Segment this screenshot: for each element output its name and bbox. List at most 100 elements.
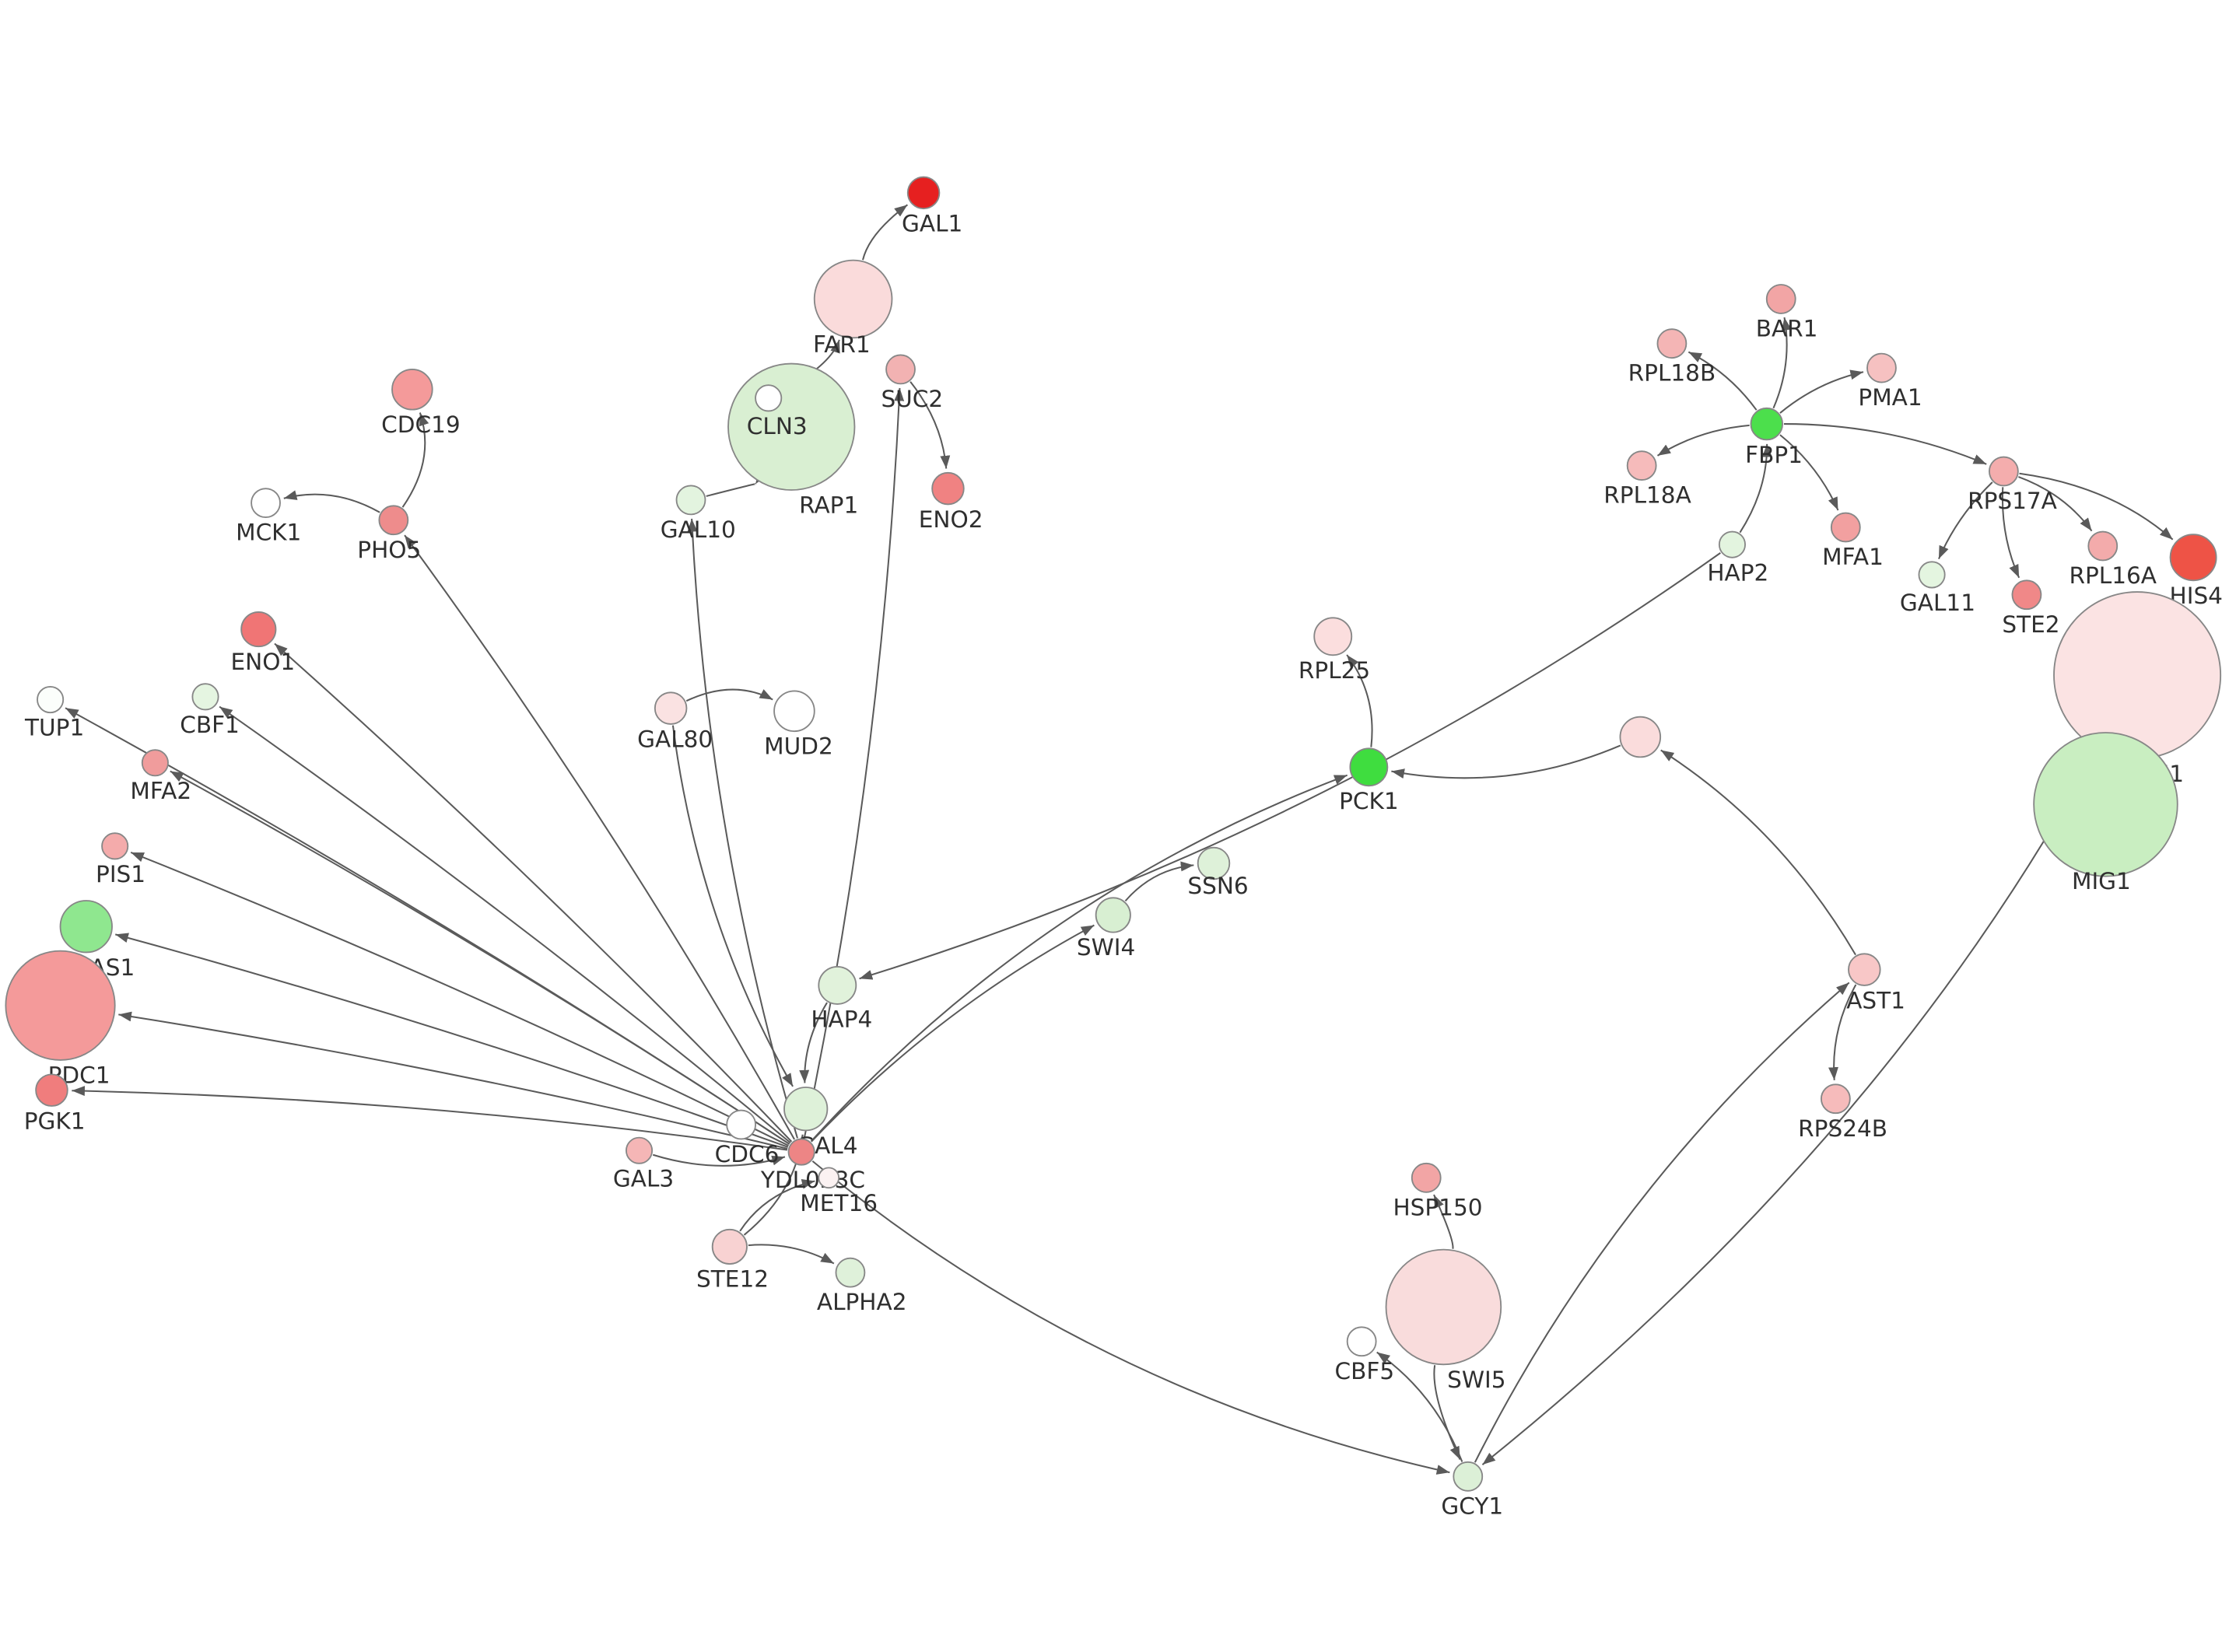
node-RPL25[interactable] [1313,617,1353,656]
node-BAR1[interactable] [1765,284,1796,314]
edge-HAP2-FBP1[interactable] [1739,443,1772,534]
node-SUC2[interactable] [885,354,916,385]
node-HAP4[interactable] [818,966,857,1005]
node-MET16[interactable] [818,1167,840,1189]
node-MFA2[interactable] [141,749,169,777]
edge-YDL023C-PHO5[interactable] [404,534,795,1140]
edge-HAP2-HAP4[interactable] [859,552,1721,980]
edge-GAL80-MUD2[interactable] [685,688,773,702]
edge-FBP1-RPL18B[interactable] [1688,351,1758,411]
node-RPL16A[interactable] [2087,530,2119,562]
edge-YDL023C-ENO1[interactable] [274,642,793,1143]
node-N1[interactable] [1619,716,1662,758]
edge-GAL3-YDL023C[interactable] [652,1153,786,1167]
edge-YDL023C-MFA2[interactable] [170,770,790,1145]
edge-FBP1-PMA1[interactable] [1779,369,1864,414]
node-PIS1[interactable] [101,832,129,860]
node-RPL18A[interactable] [1626,450,1657,481]
edge-YDL023C-SWI4[interactable] [811,924,1095,1143]
edge-GAL80-GAL4[interactable] [671,725,794,1087]
edge-RPS17A-RPL16A[interactable] [2018,476,2093,532]
edge-YDL023C-GCY1[interactable] [811,1160,1450,1475]
node-FBP1[interactable] [1750,407,1783,441]
node-GAL10[interactable] [675,485,706,516]
node-RPS24B[interactable] [1821,1083,1851,1115]
node-SSN6[interactable] [1197,846,1231,880]
node-MUD2[interactable] [773,690,815,733]
edge-YDL023C-PCK1[interactable] [810,774,1348,1143]
node-GAL1[interactable] [906,176,941,210]
node-TUP1[interactable] [37,686,65,714]
node-GAL4[interactable] [783,1087,829,1132]
edge-SWI5-GCY1[interactable] [1433,1365,1461,1460]
node-MCM1[interactable] [2053,591,2222,760]
node-YDL023C[interactable] [787,1138,815,1166]
edge-FBP1-RPS17A[interactable] [1783,423,1987,465]
node-CDC19[interactable] [391,369,433,411]
node-PHO5[interactable] [378,505,409,536]
edge-GAL10-RAP1[interactable] [706,470,767,497]
edge-FBP1-MFA1[interactable] [1779,434,1839,511]
edge-AST1-N1[interactable] [1660,749,1856,956]
node-PDC1[interactable] [5,950,116,1061]
edge-RPS17A-STE2[interactable] [2001,487,2020,579]
node-STE2[interactable] [2011,579,2042,611]
node-MCK1[interactable] [251,488,281,518]
node-HAP2[interactable] [1718,530,1746,558]
edge-YDL023C-SUC2[interactable] [803,387,905,1139]
node-RAS1[interactable] [59,900,113,954]
node-CDC6[interactable] [726,1109,756,1140]
edge-YDL023C-GAL10[interactable] [687,518,798,1139]
node-RPL18B[interactable] [1656,328,1688,359]
node-GCY1[interactable] [1453,1461,1484,1492]
node-CLN3[interactable] [755,384,783,412]
node-FAR1[interactable] [813,259,893,339]
node-ENO2[interactable] [931,471,965,506]
node-CBF5[interactable] [1346,1326,1377,1357]
node-SWI4[interactable] [1095,897,1131,933]
edge-PHO5-MCK1[interactable] [283,490,380,513]
edge-YDL023C-PIS1[interactable] [130,852,789,1146]
node-GAL3[interactable] [626,1136,654,1164]
edge-STE12-ALPHA2[interactable] [748,1244,835,1265]
node-AST1[interactable] [1848,953,1881,986]
edge-AST1-RPS24B[interactable] [1828,984,1857,1080]
edge-YDL023C-RAS1[interactable] [114,933,789,1148]
node-MFA1[interactable] [1830,512,1861,543]
node-GAL11[interactable] [1918,561,1946,589]
node-PMA1[interactable] [1866,352,1897,383]
edge-PCK1-RPL25[interactable] [1346,654,1373,747]
edge-RPS17A-HIS4[interactable] [2019,472,2174,541]
edge-YDL023C-PGK1[interactable] [72,1086,788,1151]
node-RPS17A[interactable] [1989,456,2019,487]
node-CBF1[interactable] [191,683,219,711]
node-HIS4[interactable] [2169,534,2217,582]
node-PGK1[interactable] [35,1073,68,1107]
edge-YDL023C-PDC1[interactable] [118,1011,788,1150]
edge-SUC2-ENO2[interactable] [909,381,951,469]
edge-YDL023C-CBF1[interactable] [219,705,791,1144]
node-PCK1[interactable] [1349,747,1389,787]
edge-FBP1-BAR1[interactable] [1772,317,1792,409]
edge-MCM1-GCY1[interactable] [1481,749,2098,1465]
edge-N1-PCK1[interactable] [1391,744,1621,779]
edge-HAP4-GAL4[interactable] [799,1002,828,1083]
edge-RPS17A-GAL11[interactable] [1938,481,1993,560]
node-SWI5[interactable] [1385,1248,1502,1366]
node-STE12[interactable] [711,1228,748,1265]
edge-GCY1-AST1[interactable] [1474,982,1850,1463]
edge-FAR1-GAL1[interactable] [861,204,909,261]
edge-PHO5-CDC19[interactable] [401,412,429,508]
edge-SWI4-SSN6[interactable] [1124,861,1194,902]
edge-GCY1-CBF5[interactable] [1376,1351,1463,1462]
edge-STE12-MET16[interactable] [739,1178,815,1232]
node-ENO1[interactable] [240,611,277,648]
node-MIG1[interactable] [2033,732,2178,877]
node-group-TUP1: TUP1 [24,686,84,741]
node-HSP150[interactable] [1411,1162,1442,1193]
node-GAL80[interactable] [654,691,688,725]
edge-SWI5-HSP150[interactable] [1433,1194,1454,1249]
edge-FBP1-RPL18A[interactable] [1656,424,1750,457]
node-ALPHA2[interactable] [835,1257,866,1288]
node-label-CLN3: CLN3 [747,413,808,439]
